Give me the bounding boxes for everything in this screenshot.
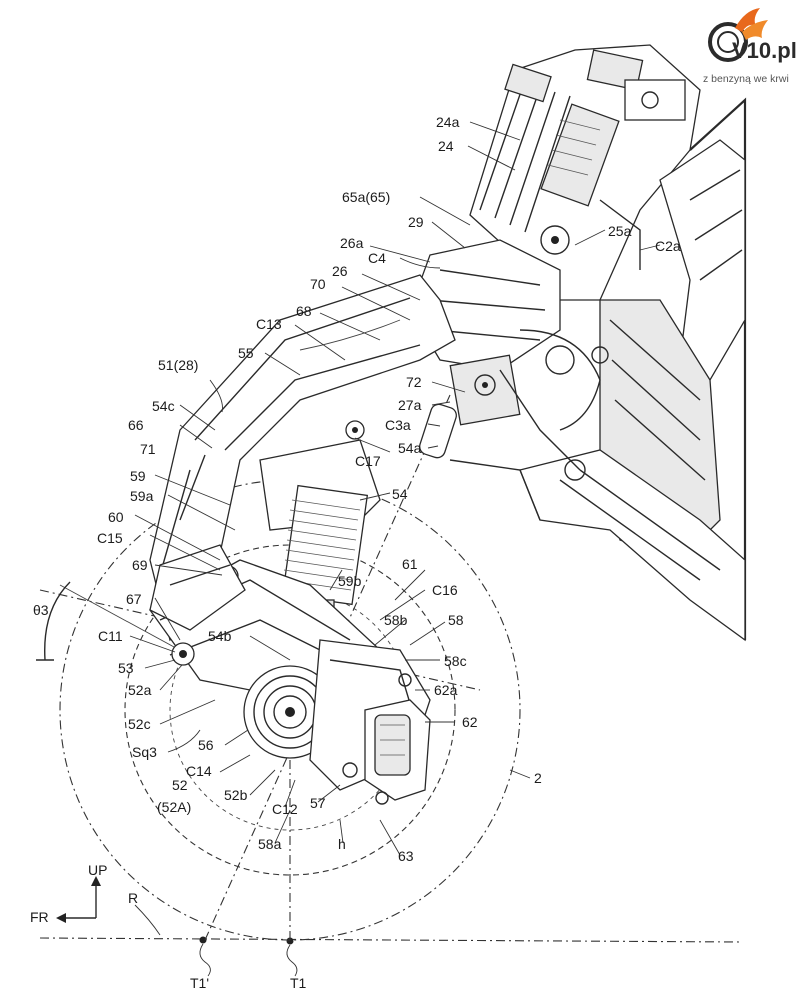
v10-logo: V10.pl z benzyną we krwi bbox=[703, 8, 797, 85]
label-62a: 62a bbox=[434, 682, 458, 698]
tire-flame-icon bbox=[708, 8, 768, 62]
label-59a: 59a bbox=[130, 488, 154, 504]
label-25a: 25a bbox=[608, 223, 632, 239]
logo-brand: V10.pl bbox=[732, 38, 797, 63]
label-55: 55 bbox=[238, 345, 254, 361]
label-66: 66 bbox=[128, 417, 144, 433]
label-54b: 54b bbox=[208, 628, 232, 644]
label-52A: (52A) bbox=[157, 799, 191, 815]
label-C17: C17 bbox=[355, 453, 381, 469]
label-71: 71 bbox=[140, 441, 156, 457]
label-51: 51(28) bbox=[158, 357, 198, 373]
label-C11: C11 bbox=[98, 628, 123, 644]
label-52: 52 bbox=[172, 777, 188, 793]
label-R: R bbox=[128, 890, 138, 906]
label-29: 29 bbox=[408, 214, 424, 230]
label-53: 53 bbox=[118, 660, 134, 676]
label-C13: C13 bbox=[256, 316, 282, 332]
label-C4: C4 bbox=[368, 250, 386, 266]
label-52b: 52b bbox=[224, 787, 248, 803]
label-62: 62 bbox=[462, 714, 478, 730]
label-61: 61 bbox=[402, 556, 418, 572]
label-60: 60 bbox=[108, 509, 124, 525]
label-C2a: C2a bbox=[655, 238, 681, 254]
label-27a: 27a bbox=[398, 397, 422, 413]
angle-arc bbox=[44, 581, 71, 661]
label-56: 56 bbox=[198, 737, 214, 753]
label-58b: 58b bbox=[384, 612, 408, 628]
label-69: 69 bbox=[132, 557, 148, 573]
label-T1: T1 bbox=[290, 975, 307, 990]
contact-point-T1 bbox=[286, 937, 294, 945]
label-24a: 24a bbox=[436, 114, 460, 130]
label-58a: 58a bbox=[258, 836, 282, 852]
label-26a: 26a bbox=[340, 235, 364, 251]
label-54: 54 bbox=[392, 486, 408, 502]
label-58c: 58c bbox=[444, 653, 467, 669]
vehicle-frame bbox=[449, 97, 747, 642]
label-24: 24 bbox=[438, 138, 454, 154]
label-59: 59 bbox=[130, 468, 146, 484]
upper-link-assembly bbox=[409, 239, 601, 471]
label-57: 57 bbox=[310, 795, 326, 811]
label-UP: UP bbox=[88, 862, 107, 878]
label-C16: C16 bbox=[432, 582, 458, 598]
label-h: h bbox=[338, 836, 346, 852]
wheel-rim-outline bbox=[124, 544, 456, 876]
label-63: 63 bbox=[398, 848, 414, 864]
part-labels: 24a 24 65a(65) 29 25a C2a 26a C4 26 70 C… bbox=[30, 114, 681, 991]
label-Sq3: Sq3 bbox=[132, 744, 157, 760]
label-65a: 65a(65) bbox=[342, 189, 390, 205]
label-52c: 52c bbox=[128, 716, 151, 732]
steering-head-assembly bbox=[469, 44, 701, 301]
label-72: 72 bbox=[406, 374, 422, 390]
label-theta3: θ3 bbox=[33, 602, 49, 618]
label-T1-prime: T1' bbox=[190, 975, 209, 990]
label-52a: 52a bbox=[128, 682, 152, 698]
label-26: 26 bbox=[332, 263, 348, 279]
label-FR: FR bbox=[30, 909, 49, 925]
label-C15: C15 bbox=[97, 530, 123, 546]
label-2: 2 bbox=[534, 770, 542, 786]
label-67: 67 bbox=[126, 591, 142, 607]
label-59b: 59b bbox=[338, 573, 362, 589]
label-C14: C14 bbox=[186, 763, 212, 779]
label-68: 68 bbox=[296, 303, 312, 319]
label-C3a: C3a bbox=[385, 417, 411, 433]
logo-tagline: z benzyną we krwi bbox=[703, 73, 789, 85]
label-54a: 54a bbox=[398, 440, 422, 456]
label-58: 58 bbox=[448, 612, 464, 628]
label-C12: C12 bbox=[272, 801, 298, 817]
leader-lines bbox=[129, 121, 661, 936]
direction-arrows-icon bbox=[56, 876, 101, 923]
brake-caliper bbox=[364, 699, 431, 805]
label-70: 70 bbox=[310, 276, 326, 292]
ground-line bbox=[39, 937, 741, 943]
contact-point-T1-prime bbox=[199, 936, 207, 944]
label-54c: 54c bbox=[152, 398, 175, 414]
shock-absorber bbox=[259, 439, 381, 681]
